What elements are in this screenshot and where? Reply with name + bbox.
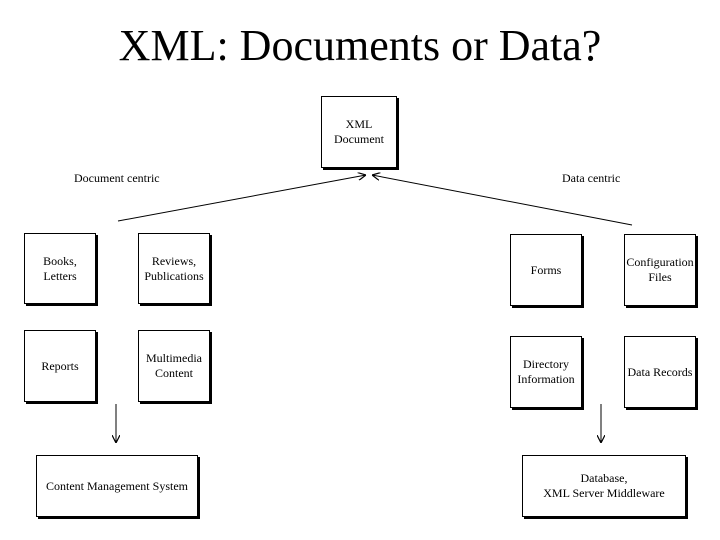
data-centric-label: Data centric xyxy=(562,171,621,185)
data-records-box: Data Records xyxy=(624,336,696,408)
document-centric-label: Document centric xyxy=(74,171,160,185)
database-middleware-box: Database, XML Server Middleware xyxy=(522,455,686,517)
directory-information-box: Directory Information xyxy=(510,336,582,408)
xml-document-box: XML Document xyxy=(321,96,397,168)
data-centric-arrow xyxy=(372,175,633,226)
books-letters-box: Books, Letters xyxy=(24,233,96,304)
document-centric-arrow xyxy=(117,175,366,222)
forms-box: Forms xyxy=(510,234,582,306)
slide-title: XML: Documents or Data? xyxy=(118,21,602,70)
reports-box: Reports xyxy=(24,330,96,402)
configuration-files-box: Configuration Files xyxy=(624,234,696,306)
reviews-publications-box: Reviews, Publications xyxy=(138,233,210,304)
content-management-system-box: Content Management System xyxy=(36,455,198,517)
multimedia-content-box: Multimedia Content xyxy=(138,330,210,402)
